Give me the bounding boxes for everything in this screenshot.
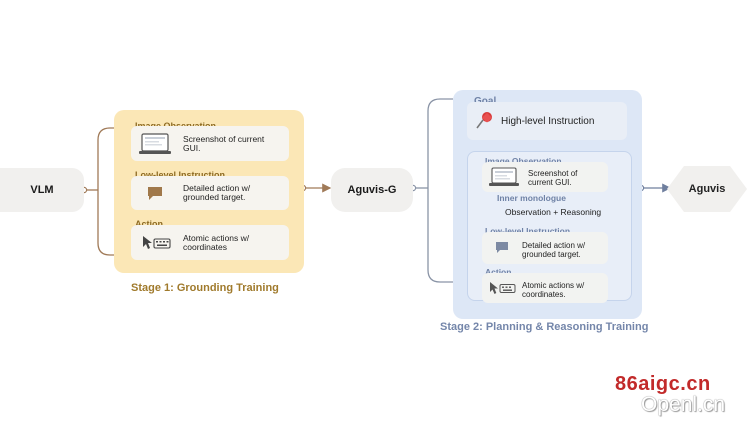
stage1-low-level-instruction-text: Detailed action w/ grounded target. <box>183 183 251 202</box>
cursor-keyboard-icon <box>490 282 516 294</box>
stage2-image-observation-card: Screenshot of current GUI. <box>482 162 608 192</box>
pushpin-icon <box>476 112 492 129</box>
stage2-action-card: Atomic actions w/ coordinates. <box>482 273 608 303</box>
stage1-low-level-instruction-label: Low-level Instruction <box>135 170 226 180</box>
stage2-inner-monologue-text: Observation + Reasoning <box>505 207 602 217</box>
watermark-line1: 86aigc.cn <box>615 373 711 395</box>
vlm-label: VLM <box>30 184 54 196</box>
stage2-goal-text: High-level Instruction <box>501 116 595 127</box>
watermark-line2: Openl.cn <box>641 393 726 416</box>
stage2-action-text: Atomic actions w/ coordinates. <box>522 281 585 299</box>
chat-bubble-icon <box>496 242 508 253</box>
laptop-icon <box>489 167 519 186</box>
stage1-low-level-instruction-card: Detailed action w/ grounded target. <box>131 176 289 210</box>
stage2-action-label: Action <box>485 267 512 277</box>
aguvis-g-label: Aguvis-G <box>347 184 397 196</box>
stage1-title: Stage 1: Grounding Training <box>131 282 279 294</box>
vlm-bracket <box>84 127 114 256</box>
stage2-low-level-instruction-text: Detailed action w/ grounded target. <box>522 241 586 259</box>
stage1-image-observation-card: Screenshot of current GUI. <box>131 126 289 161</box>
chat-bubble-icon <box>148 187 162 200</box>
aguvis-node <box>667 166 747 212</box>
stage2-goal-label: Goal <box>474 96 496 107</box>
vlm-node: VLM <box>0 168 84 212</box>
cursor-keyboard-icon <box>143 236 171 249</box>
stage2-inner-monologue-label: Inner monologue <box>497 193 566 203</box>
aguvis-g-bracket <box>413 98 453 283</box>
stage1-action-text: Atomic actions w/ coordinates <box>183 233 250 252</box>
stage2-title: Stage 2: Planning & Reasoning Training <box>440 321 649 333</box>
aguvis-label: Aguvis <box>688 183 726 195</box>
stage1-action-card: Atomic actions w/ coordinates <box>131 225 289 260</box>
stage2-goal-card: High-level Instruction <box>467 102 627 140</box>
stage1-image-observation-text: Screenshot of current GUI. <box>183 134 265 153</box>
laptop-icon <box>139 133 171 154</box>
stage2-low-level-instruction-card: Detailed action w/ grounded target. <box>482 232 608 264</box>
stage2-image-observation-text: Screenshot of current GUI. <box>528 169 578 187</box>
stage1-action-label: Action <box>135 219 163 229</box>
aguvis-g-node: Aguvis-G <box>331 168 413 212</box>
stage2-image-observation-label: Image Observation <box>485 156 562 166</box>
stage2-low-level-instruction-label: Low-level Instruction <box>485 226 571 236</box>
